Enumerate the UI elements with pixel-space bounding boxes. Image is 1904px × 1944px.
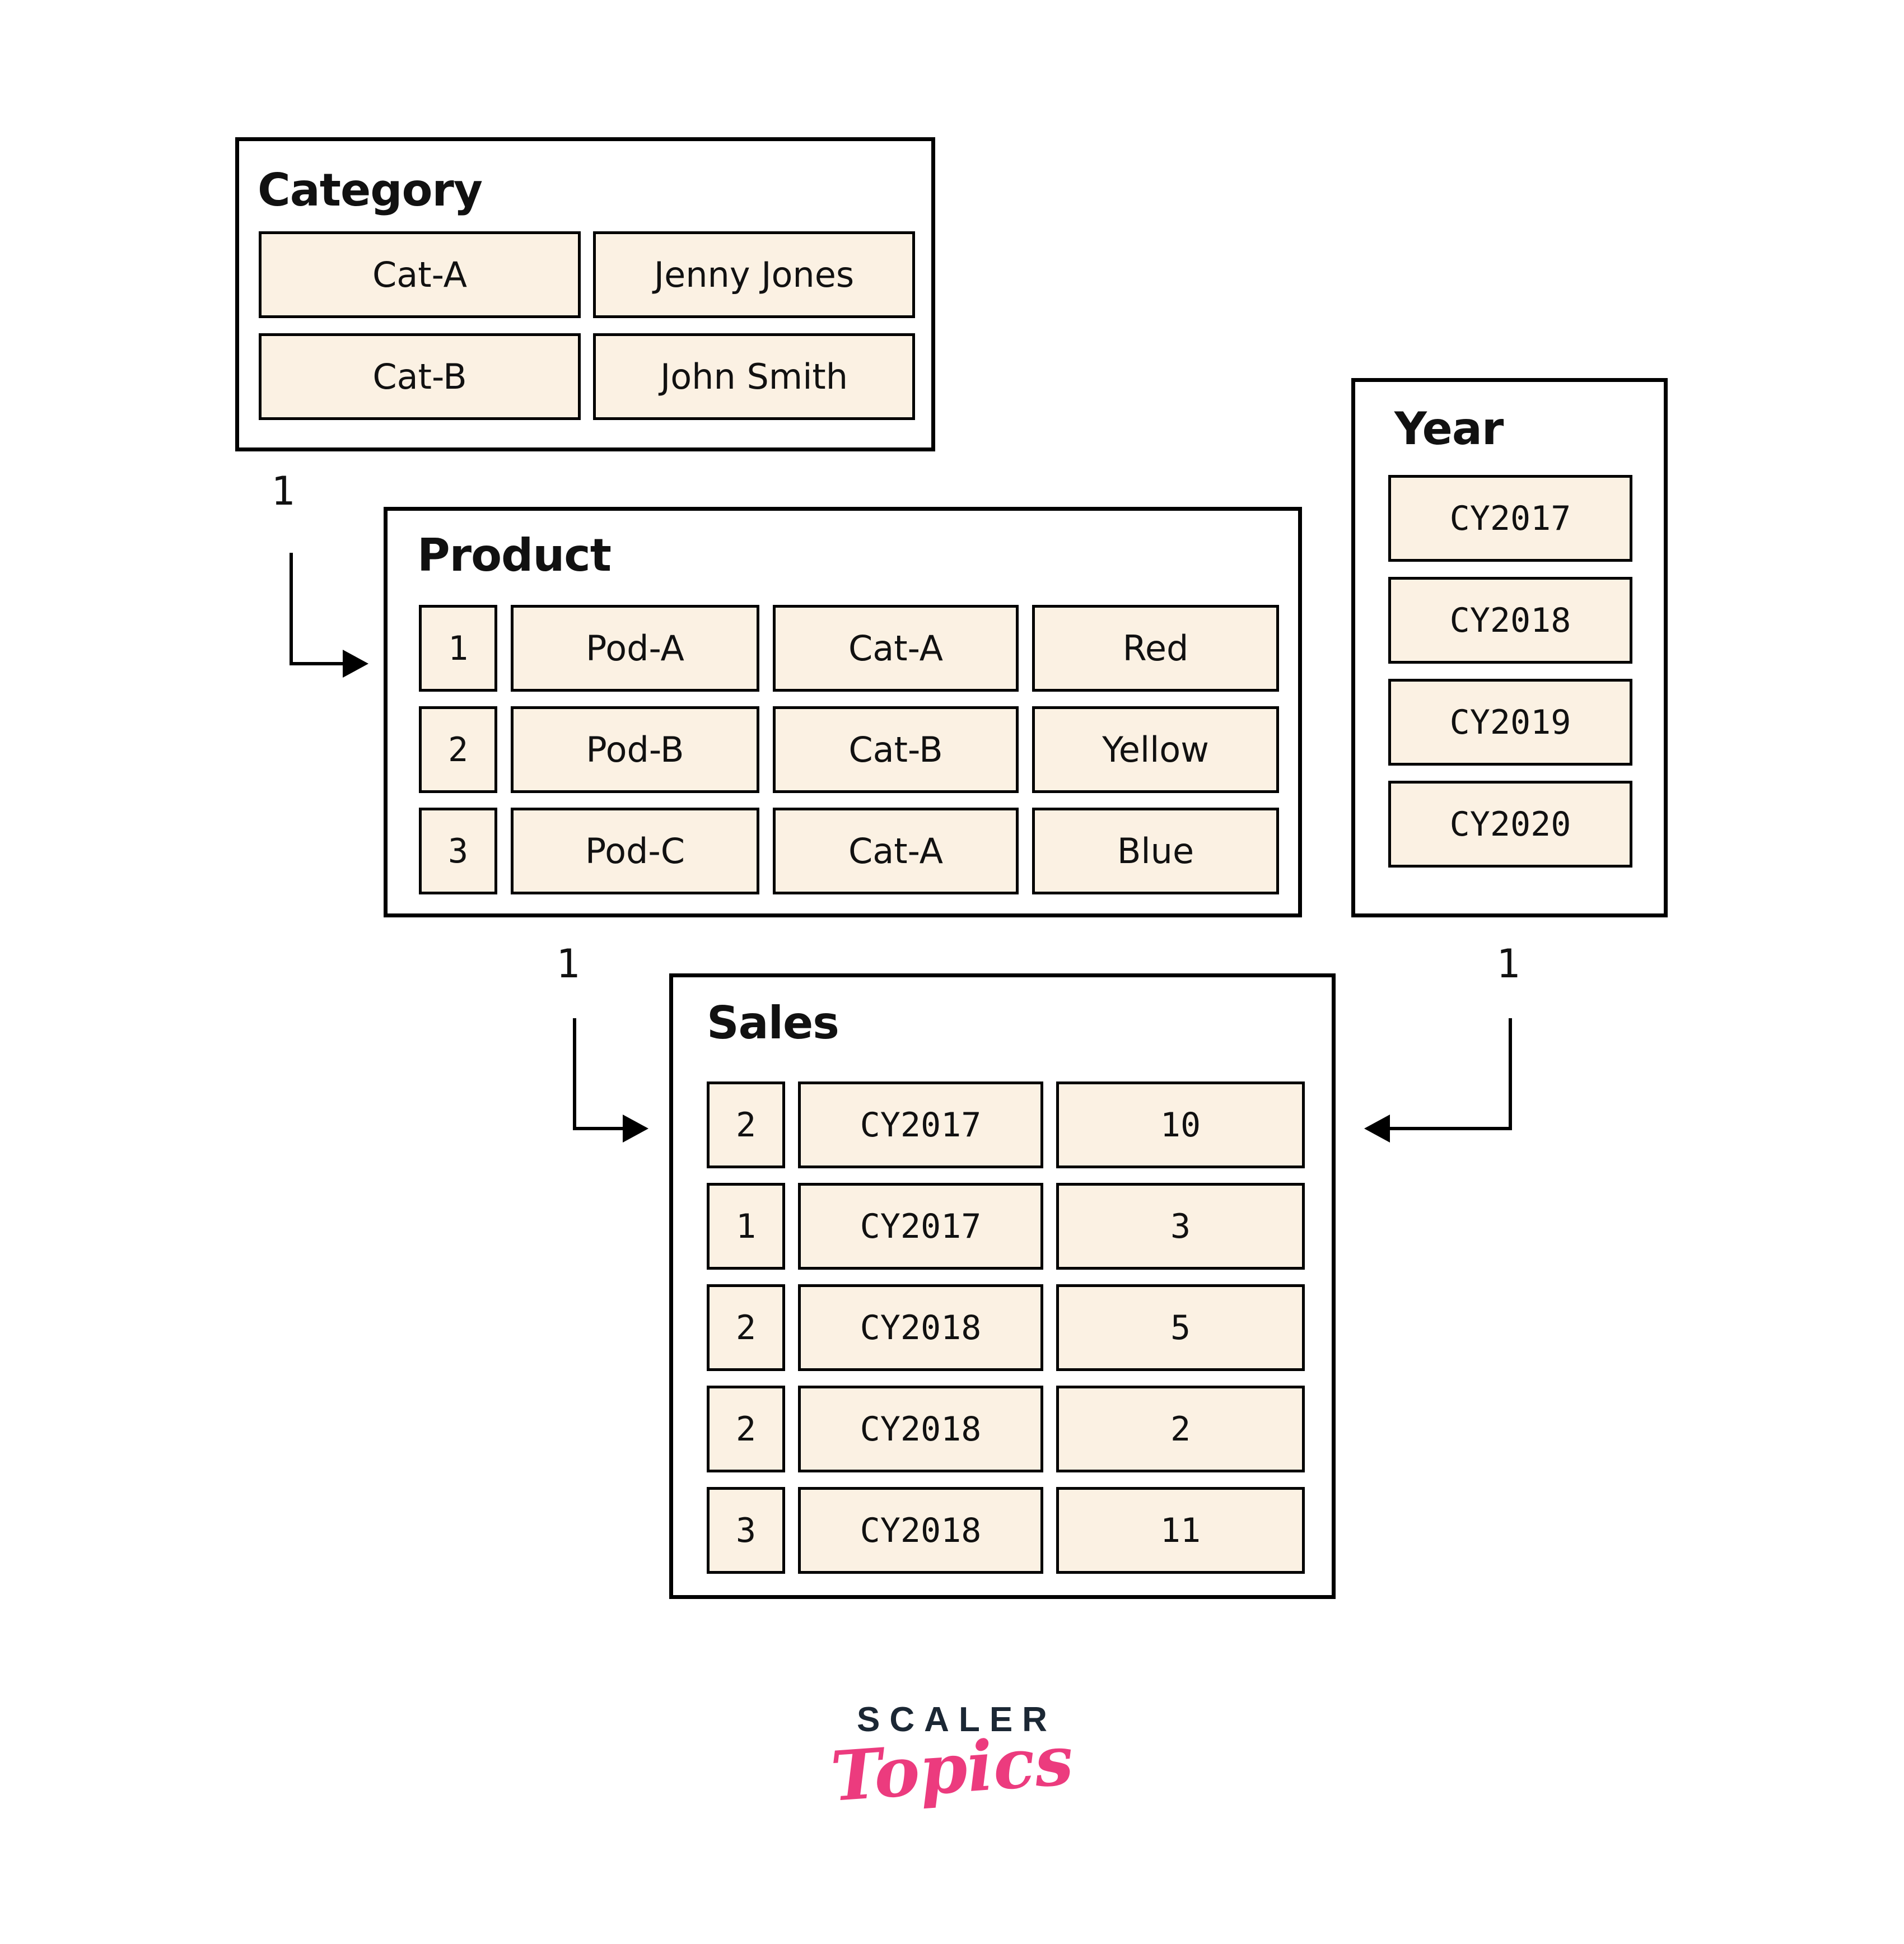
category-product-arrow-horizontal-line bbox=[290, 662, 343, 665]
product-sales-cardinality-label: 1 bbox=[556, 941, 580, 987]
sales-cell-year: CY2018 bbox=[798, 1487, 1043, 1574]
year-cell: CY2017 bbox=[1388, 475, 1632, 562]
sales-cell-product-id: 2 bbox=[707, 1081, 785, 1168]
category-cell-key: Cat-A bbox=[259, 231, 581, 318]
year-table: Year CY2017 CY2018 CY2019 CY2020 bbox=[1351, 378, 1668, 917]
sales-cell-quantity: 2 bbox=[1056, 1386, 1305, 1472]
product-cell-name: Pod-A bbox=[511, 605, 759, 692]
year-sales-cardinality-label: 1 bbox=[1496, 941, 1520, 987]
product-table-title: Product bbox=[417, 529, 612, 581]
sales-cell-year: CY2017 bbox=[798, 1081, 1043, 1168]
product-cell-color: Blue bbox=[1032, 808, 1279, 894]
arrowhead-left-icon bbox=[1364, 1115, 1390, 1143]
product-cell-name: Pod-B bbox=[511, 706, 759, 793]
category-cell-manager: John Smith bbox=[593, 333, 915, 420]
category-cell-manager: Jenny Jones bbox=[593, 231, 915, 318]
arrowhead-right-icon bbox=[343, 650, 368, 678]
year-table-title: Year bbox=[1394, 403, 1504, 455]
year-cell: CY2019 bbox=[1388, 679, 1632, 766]
year-sales-arrow-vertical-line bbox=[1509, 1018, 1512, 1129]
category-product-arrow-vertical-line bbox=[290, 553, 293, 664]
sales-cell-quantity: 3 bbox=[1056, 1183, 1305, 1270]
sales-cell-year: CY2018 bbox=[798, 1284, 1043, 1371]
product-cell-category: Cat-A bbox=[773, 605, 1019, 692]
product-sales-arrow-vertical-line bbox=[573, 1018, 576, 1129]
arrowhead-right-icon bbox=[623, 1115, 648, 1143]
product-cell-category: Cat-A bbox=[773, 808, 1019, 894]
year-sales-arrow-horizontal-line bbox=[1390, 1127, 1512, 1130]
logo-brand-text: SCALER bbox=[857, 1700, 1057, 1739]
product-sales-arrow-horizontal-line bbox=[573, 1127, 623, 1130]
product-table: Product 1 Pod-A Cat-A Red 2 Pod-B Cat-B … bbox=[384, 507, 1302, 917]
sales-table-grid: 2 CY2017 10 1 CY2017 3 2 CY2018 5 2 CY20… bbox=[707, 1081, 1332, 1574]
sales-cell-year: CY2017 bbox=[798, 1183, 1043, 1270]
sales-cell-quantity: 11 bbox=[1056, 1487, 1305, 1574]
sales-cell-quantity: 5 bbox=[1056, 1284, 1305, 1371]
sales-cell-product-id: 1 bbox=[707, 1183, 785, 1270]
scaler-topics-logo: SCALER Topics bbox=[784, 1700, 1120, 1817]
year-cell: CY2018 bbox=[1388, 577, 1632, 664]
sales-cell-product-id: 3 bbox=[707, 1487, 785, 1574]
product-cell-id: 3 bbox=[419, 808, 497, 894]
category-table: Category Cat-A Jenny Jones Cat-B John Sm… bbox=[235, 137, 935, 451]
category-table-grid: Cat-A Jenny Jones Cat-B John Smith bbox=[259, 231, 931, 420]
sales-cell-product-id: 2 bbox=[707, 1386, 785, 1472]
product-cell-name: Pod-C bbox=[511, 808, 759, 894]
sales-table-title: Sales bbox=[707, 997, 839, 1049]
category-cell-key: Cat-B bbox=[259, 333, 581, 420]
sales-cell-year: CY2018 bbox=[798, 1386, 1043, 1472]
product-cell-id: 2 bbox=[419, 706, 497, 793]
year-table-grid: CY2017 CY2018 CY2019 CY2020 bbox=[1388, 475, 1664, 868]
sales-cell-quantity: 10 bbox=[1056, 1081, 1305, 1168]
product-cell-color: Red bbox=[1032, 605, 1279, 692]
product-table-grid: 1 Pod-A Cat-A Red 2 Pod-B Cat-B Yellow 3… bbox=[419, 605, 1298, 894]
product-cell-category: Cat-B bbox=[773, 706, 1019, 793]
product-cell-color: Yellow bbox=[1032, 706, 1279, 793]
sales-table: Sales 2 CY2017 10 1 CY2017 3 2 CY2018 5 … bbox=[669, 973, 1336, 1599]
category-table-title: Category bbox=[258, 164, 483, 216]
year-cell: CY2020 bbox=[1388, 781, 1632, 868]
product-cell-id: 1 bbox=[419, 605, 497, 692]
category-product-cardinality-label: 1 bbox=[271, 468, 295, 514]
sales-cell-product-id: 2 bbox=[707, 1284, 785, 1371]
